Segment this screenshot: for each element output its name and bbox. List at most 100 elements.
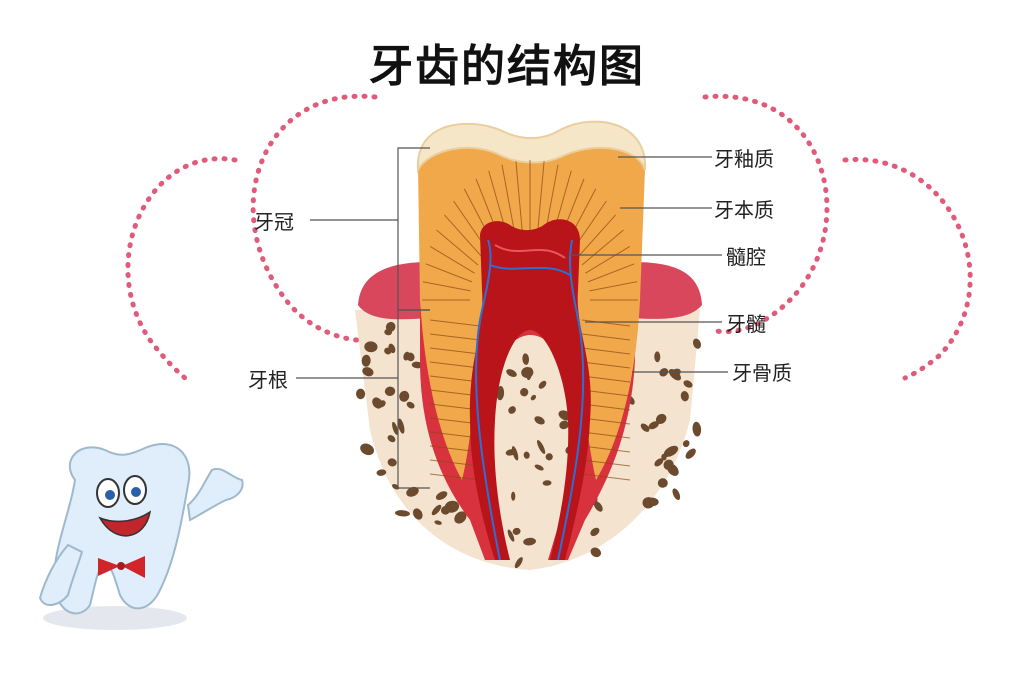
bone-spot xyxy=(523,451,530,459)
blood-vessels xyxy=(475,239,585,561)
bone-spot xyxy=(355,388,366,400)
bone-spot xyxy=(406,352,415,362)
dentin-tubule xyxy=(581,333,631,341)
mascot-bowtie xyxy=(98,556,145,578)
bone-spot xyxy=(360,443,374,456)
bone-spot xyxy=(542,480,552,486)
bone-spot xyxy=(431,504,442,516)
bone-spot xyxy=(364,341,378,353)
label-root: 牙根 xyxy=(248,368,288,392)
mascot-bowtie-knot xyxy=(117,562,125,570)
bone-spot xyxy=(534,416,545,425)
label-crown: 牙冠 xyxy=(254,210,294,234)
bone-spot xyxy=(441,505,450,515)
bone-spot xyxy=(505,449,516,456)
bone-spot xyxy=(545,453,553,461)
dentin-tubule xyxy=(429,245,475,274)
dentin-tubule xyxy=(581,347,631,355)
bracket-root xyxy=(397,309,430,489)
label-cementum: 牙骨质 xyxy=(732,361,792,385)
dentin-tubule xyxy=(581,229,624,266)
bone-spot xyxy=(692,338,702,349)
mascot-hand-left xyxy=(38,543,84,606)
bone-spot xyxy=(640,423,650,432)
bone-spot xyxy=(496,386,505,401)
dentin-tubule xyxy=(537,161,545,231)
bone-spot xyxy=(654,351,661,363)
mascot-pupil-left xyxy=(105,490,115,500)
bone-spot xyxy=(397,418,405,434)
bone-spot xyxy=(667,463,679,476)
bone-spot xyxy=(384,386,396,397)
bone-spot xyxy=(507,529,515,542)
bone-spot xyxy=(522,353,530,365)
dentin-tubule xyxy=(425,263,473,283)
bone-spot xyxy=(692,421,702,437)
bone-spot xyxy=(521,366,534,379)
capillary-blue xyxy=(489,264,571,276)
bone-spot xyxy=(663,445,679,457)
bone-spot xyxy=(387,458,397,467)
mascot-mouth xyxy=(98,510,152,537)
bone-spot xyxy=(435,491,448,500)
dentin-tubule xyxy=(577,214,617,258)
bone-spot xyxy=(537,440,546,454)
bone-spot xyxy=(683,380,693,388)
bone-spot xyxy=(376,469,387,476)
dentin-tubule xyxy=(436,229,479,266)
dentin-tubule xyxy=(545,164,559,233)
bone-spot xyxy=(530,394,537,401)
dotted-arc-right-large xyxy=(702,93,830,335)
label-enamel: 牙釉质 xyxy=(714,147,774,171)
dentin-tubule xyxy=(585,245,631,274)
bone-spot xyxy=(395,510,410,517)
bone-spot xyxy=(642,497,655,509)
bone-spot xyxy=(534,464,544,471)
bone-spot xyxy=(520,388,529,397)
dentin-tubule xyxy=(429,459,481,467)
dentin-tubule xyxy=(515,161,523,231)
label-pulp-cavity: 髓腔 xyxy=(726,245,766,269)
dentin-tubule xyxy=(581,375,631,383)
bone-spot xyxy=(590,527,600,537)
vein-right xyxy=(557,239,585,561)
bone-spot xyxy=(406,486,419,497)
diagram-title: 牙齿的结构图 xyxy=(369,41,645,92)
bone-spot xyxy=(648,421,659,430)
dentin-tubule xyxy=(429,473,481,481)
bone-spot xyxy=(506,369,517,378)
bone-spot xyxy=(590,547,602,558)
label-pulp: 牙髓 xyxy=(726,312,766,336)
dentin-tubule xyxy=(581,459,631,467)
dentin-tubule xyxy=(581,431,631,439)
dentin-tubule xyxy=(589,281,638,292)
bone-spot xyxy=(361,354,371,367)
dentin-tubule xyxy=(581,361,631,369)
tooth-cross-section xyxy=(355,120,702,570)
bone-spot xyxy=(399,390,410,402)
bone-spot xyxy=(512,527,521,535)
bone-spot xyxy=(406,401,415,409)
dentin-tubule xyxy=(501,164,515,233)
bone-spot xyxy=(388,343,396,354)
bone-spot xyxy=(387,435,396,443)
tooth-mascot xyxy=(38,442,244,630)
dentin-tubule xyxy=(581,445,631,453)
dotted-arc-right-small xyxy=(842,157,973,381)
dentin-tubule xyxy=(443,214,483,258)
enamel xyxy=(416,120,647,174)
gum-left xyxy=(358,262,430,320)
bone-spot xyxy=(434,520,442,525)
label-dentin: 牙本质 xyxy=(714,198,774,222)
dentin-tubule xyxy=(429,333,481,341)
leader-lines xyxy=(296,147,728,489)
bone-spot xyxy=(655,413,667,424)
bone-spot xyxy=(384,328,393,336)
dentin-tubule xyxy=(422,281,471,292)
bone-spot xyxy=(392,421,399,435)
bone-spot xyxy=(362,367,374,377)
dentin-tubule xyxy=(581,473,631,481)
capillary xyxy=(494,244,566,259)
